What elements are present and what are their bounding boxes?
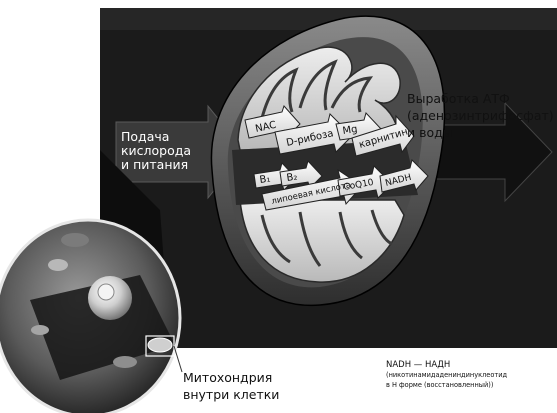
output-label: Выработка АТФ (аденозинтрифосфат) и воды: [407, 90, 552, 141]
arrow-label-b2: B₂: [286, 172, 298, 184]
footnote-description: в Н форме (восстановленный)): [386, 381, 556, 391]
input-label-line: Подача: [121, 130, 209, 144]
arrow-label-b1: B₁: [259, 174, 271, 186]
input-label-line: и питания: [121, 158, 209, 172]
organelle: [113, 356, 137, 368]
mitochondria-caption: Митохондрия внутри клетки: [183, 369, 293, 403]
mitochondria-caption-line: внутри клетки: [183, 386, 293, 403]
organelle: [31, 325, 49, 335]
nadh-footnote: NADH — НАДН (никотинамидадениндинуклеоти…: [386, 360, 556, 390]
organelle: [61, 233, 89, 247]
organelle: [48, 259, 68, 271]
output-label-line: (аденозинтрифосфат): [407, 107, 552, 124]
footnote-title: NADH — НАДН: [386, 360, 556, 371]
mitochondrion-in-cell: [148, 338, 172, 352]
output-label-line: и воды: [407, 124, 552, 141]
arrow-label-mg: Mg: [342, 124, 358, 137]
nucleolus: [98, 284, 114, 300]
cell: [0, 220, 180, 413]
input-label-line: кислорода: [121, 144, 209, 158]
footnote-description: (никотинамидадениндинуклеотид: [386, 371, 556, 381]
mitochondria-caption-line: Митохондрия: [183, 369, 293, 386]
output-label-line: Выработка АТФ: [407, 90, 552, 107]
callout-line: [174, 346, 182, 372]
input-label: Подача кислорода и питания: [121, 130, 209, 172]
